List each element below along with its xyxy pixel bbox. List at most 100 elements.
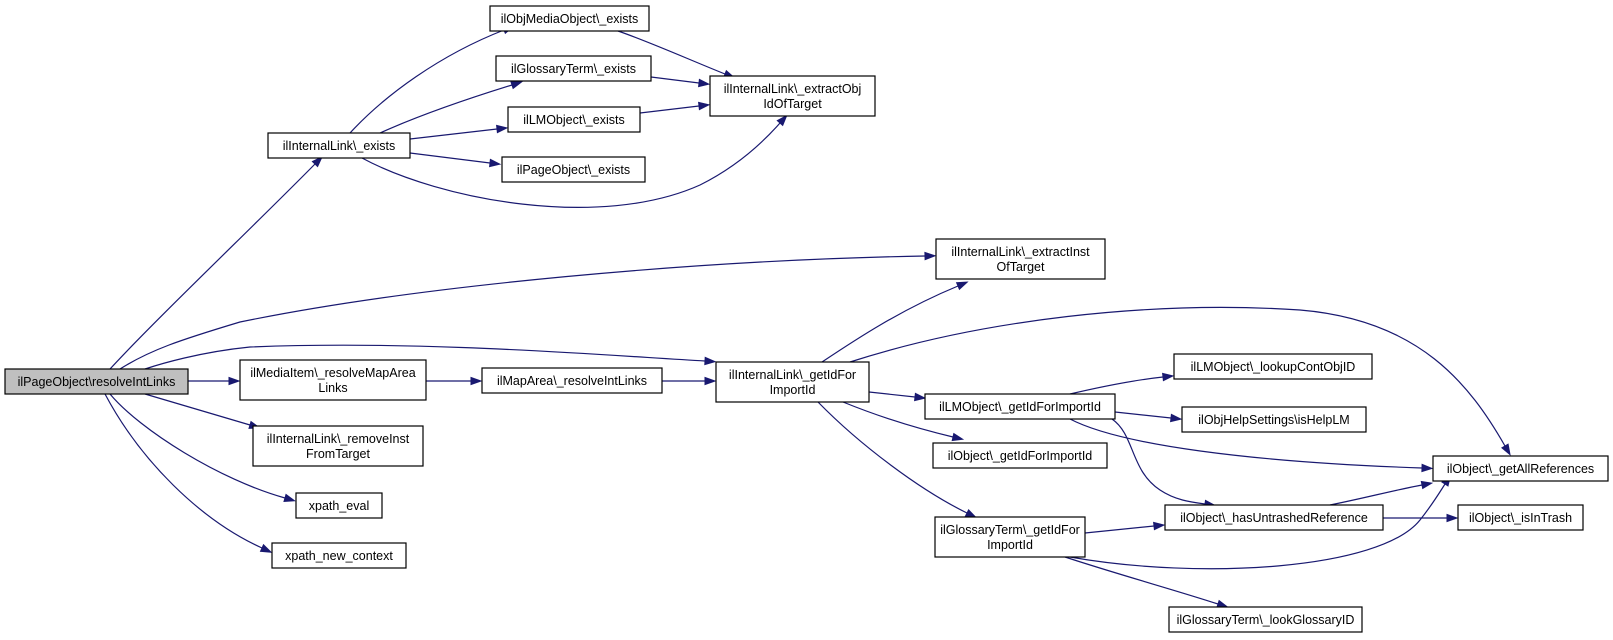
edge-line (144, 393, 251, 426)
node-gt-lookup[interactable]: ilGlossaryTerm\_lookGlossaryID (1168, 606, 1363, 633)
node-label: ilObjMediaObject\_exists (501, 12, 639, 26)
node-box (239, 359, 427, 401)
node-xpath-new[interactable]: xpath_new_context (271, 542, 407, 569)
node-label: ilObject\_hasUntrashedReference (1180, 511, 1368, 525)
node-label: ilInternalLink\_extractInst (951, 245, 1090, 259)
edge-line (349, 29, 505, 134)
edge-root-to-il_getid (144, 344, 717, 370)
edge-lm_getid-to-all_refs (1069, 418, 1434, 473)
edge-il_exists-to-extract_obj (361, 114, 788, 208)
edge-ma_resolve-to-il_getid (662, 376, 717, 386)
node-lm-lookup[interactable]: ilLMObject\_lookupContObjID (1173, 353, 1373, 380)
edge-line (821, 285, 959, 363)
node-label: ilGlossaryTerm\_exists (511, 62, 636, 76)
edge-line (842, 401, 954, 438)
node-box (935, 238, 1106, 280)
node-label: ilGlossaryTerm\_lookGlossaryID (1177, 613, 1355, 627)
node-xpath-eval[interactable]: xpath_eval (295, 492, 383, 519)
arrowhead (1216, 599, 1229, 608)
node-obj-getid[interactable]: ilObject\_getIdForImportId (932, 442, 1108, 469)
edge-line (1114, 411, 1172, 419)
node-ma-resolve[interactable]: ilMapArea\_resolveIntLinks (481, 367, 663, 394)
edge-il_getid-to-lm_getid (868, 391, 927, 402)
edge-il_exists-to-po_exists (409, 152, 502, 168)
arrowhead (698, 101, 711, 111)
edge-line (104, 393, 263, 549)
edge-line (1111, 418, 1206, 505)
arrowhead (283, 493, 297, 503)
node-lm-getid[interactable]: ilLMObject\_getIdForImportId (924, 393, 1116, 420)
node-box (1432, 455, 1609, 482)
node-box (932, 442, 1108, 469)
arrowhead (489, 158, 502, 168)
edge-il_exists-to-lm_exists (409, 124, 509, 140)
node-label: ImportId (770, 383, 816, 397)
node-in-trash[interactable]: ilObject\_isInTrash (1457, 504, 1584, 531)
node-po-exists[interactable]: ilPageObject\_exists (501, 156, 646, 183)
node-box (501, 156, 646, 183)
arrowhead (496, 124, 509, 134)
node-gt-getid[interactable]: ilGlossaryTerm\_getIdForImportId (934, 516, 1086, 558)
arrowhead (1446, 513, 1459, 523)
node-box (481, 367, 663, 394)
edge-gt_exists-to-extract_obj (650, 76, 711, 88)
node-label: ilLMObject\_lookupContObjID (1191, 360, 1356, 374)
node-box (1173, 353, 1373, 380)
arrowhead (1420, 480, 1434, 490)
edge-il_exists-to-mob_exists (349, 25, 515, 134)
edge-root-to-mi_resolve (188, 376, 241, 386)
edge-lm_exists-to-extract_obj (639, 101, 711, 114)
node-label: ilPageObject\_exists (517, 163, 630, 177)
node-label: FromTarget (306, 447, 370, 461)
edge-il_exists-to-gt_exists (379, 81, 523, 134)
node-label: xpath_new_context (285, 549, 393, 563)
edge-line (1069, 376, 1164, 395)
node-label: ImportId (987, 538, 1033, 552)
edge-line (617, 30, 726, 75)
edge-lm_getid-to-help_lm (1114, 411, 1183, 423)
edge-line (361, 122, 781, 208)
edge-line (109, 163, 316, 370)
edge-untrashed-to-in_trash (1383, 513, 1459, 523)
nodes-layer: ilPageObject\resolveIntLinks ilInternalLi… (4, 5, 1609, 633)
edge-line (379, 84, 513, 134)
node-mob-exists[interactable]: ilObjMediaObject\_exists (489, 5, 650, 32)
node-label: ilGlossaryTerm\_getIdFor (940, 523, 1080, 537)
edge-line (849, 306, 1506, 447)
edge-gt_getid-to-gt_lookup (1064, 556, 1229, 608)
node-box (934, 516, 1086, 558)
node-label: ilInternalLink\_exists (283, 139, 396, 153)
node-all-refs[interactable]: ilObject\_getAllReferences (1432, 455, 1609, 482)
edge-line (1084, 525, 1155, 534)
edge-line (1064, 556, 1219, 605)
node-lm-exists[interactable]: ilLMObject\_exists (507, 106, 641, 133)
node-box (271, 542, 407, 569)
arrowhead (704, 376, 717, 386)
edge-mi_resolve-to-ma_resolve (426, 376, 483, 386)
node-gt-exists[interactable]: ilGlossaryTerm\_exists (495, 55, 652, 82)
node-label: ilInternalLink\_getIdFor (729, 368, 856, 382)
edge-root-to-extract_inst (119, 251, 937, 370)
node-il-exists[interactable]: ilInternalLink\_exists (267, 132, 411, 159)
edge-line (409, 152, 491, 164)
edge-root-to-il_exists (109, 155, 324, 370)
node-help-lm[interactable]: ilObjHelpSettings\isHelpLM (1181, 406, 1367, 433)
arrowhead (776, 114, 788, 127)
arrowhead (228, 376, 241, 386)
arrowhead (259, 543, 273, 553)
edge-line (639, 105, 700, 114)
edge-il_getid-to-all_refs (849, 306, 1511, 456)
node-box (495, 55, 652, 82)
node-label: ilObject\_isInTrash (1469, 511, 1572, 525)
edge-root-to-xpath_eval (109, 393, 297, 503)
node-root[interactable]: ilPageObject\resolveIntLinks (4, 368, 189, 395)
node-label: IdOfTarget (763, 97, 822, 111)
node-box (489, 5, 650, 32)
node-untrashed[interactable]: ilObject\_hasUntrashedReference (1164, 504, 1384, 531)
node-il-getid[interactable]: ilInternalLink\_getIdForImportId (715, 361, 870, 403)
arrowhead (704, 356, 717, 366)
